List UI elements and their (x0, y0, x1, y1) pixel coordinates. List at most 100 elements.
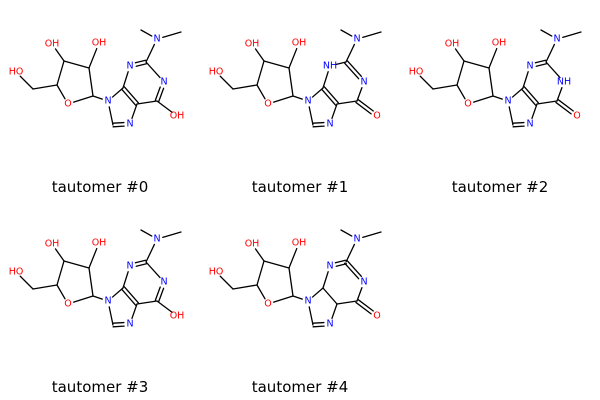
bond (140, 229, 153, 237)
bond (32, 84, 58, 90)
bond (254, 248, 265, 262)
bond (263, 260, 290, 269)
bond (162, 31, 182, 38)
atom-label: N (526, 61, 533, 72)
bond-double (135, 263, 148, 267)
atom-label: HO (209, 67, 224, 78)
bond-double (134, 259, 147, 264)
bond (336, 300, 358, 305)
bond (92, 95, 103, 100)
atom-label: N (553, 34, 560, 45)
bond (140, 29, 153, 37)
bond (345, 43, 356, 63)
bond (419, 75, 434, 90)
bond-double (320, 88, 337, 106)
atom-label: N (160, 277, 167, 288)
atom-label: N (104, 296, 111, 307)
bond (308, 106, 314, 126)
bond-double (323, 86, 340, 104)
bond (562, 31, 582, 38)
bond (73, 295, 94, 303)
bond (156, 300, 173, 314)
bond-double (334, 259, 347, 264)
atom-label: OH (245, 39, 260, 50)
atom-label: N (126, 319, 133, 330)
bond (322, 287, 338, 305)
atom-label: O (464, 99, 471, 110)
atom-label: O (264, 99, 271, 110)
bond-double (557, 98, 574, 112)
bond-double (120, 88, 137, 106)
bond (432, 84, 458, 90)
bond-double (120, 288, 137, 306)
bond (331, 103, 338, 119)
bond (88, 67, 94, 97)
bond (122, 271, 129, 289)
bond (322, 71, 329, 89)
bond (256, 60, 265, 86)
bond-double (346, 60, 362, 77)
bond-double (134, 59, 147, 64)
bond (362, 231, 382, 238)
bond-double (312, 121, 325, 124)
atom-label: N (326, 319, 333, 330)
bond (156, 100, 173, 114)
bond (311, 87, 324, 98)
bond (63, 260, 90, 269)
bond (108, 306, 114, 326)
bond-double (523, 86, 540, 104)
bond (56, 284, 66, 300)
bond (336, 100, 358, 105)
atom-label: O (64, 99, 71, 110)
bond (345, 243, 356, 263)
bond (111, 87, 124, 98)
bond (288, 267, 294, 297)
bond (219, 75, 234, 90)
bond-double (344, 262, 360, 280)
bond (162, 231, 182, 238)
bond-double (312, 325, 325, 328)
bond (73, 95, 94, 103)
molecule-caption-2: tautomer #2 (451, 178, 549, 196)
bond (511, 87, 524, 98)
bond-double (123, 86, 140, 104)
bond (32, 284, 58, 290)
bond (232, 284, 258, 290)
bond (131, 303, 138, 319)
atom-label: N (160, 77, 167, 88)
atom-label: OH (170, 311, 185, 322)
bond (556, 86, 563, 102)
bond (292, 295, 303, 300)
bond-double (534, 59, 547, 64)
molecule-caption-0: tautomer #0 (51, 178, 149, 196)
bond (145, 261, 161, 279)
atom-label: N (326, 261, 333, 272)
atom-label: OH (445, 39, 460, 50)
atom-label: N (353, 34, 360, 45)
atom-label: N (104, 96, 111, 107)
bond (145, 43, 156, 63)
bond (536, 100, 558, 105)
bond-double (346, 260, 362, 277)
bond (56, 260, 65, 286)
atom-label: N (126, 119, 133, 130)
atom-label: HO (9, 267, 24, 278)
bond-double (512, 121, 525, 124)
bond-double (357, 98, 374, 112)
bond-double (355, 101, 372, 115)
bond (473, 95, 494, 103)
bond (288, 47, 298, 69)
bond (54, 48, 65, 62)
bond (63, 60, 90, 69)
atom-label: O (64, 299, 71, 310)
bond (463, 60, 490, 69)
atom-label: OH (92, 238, 107, 249)
